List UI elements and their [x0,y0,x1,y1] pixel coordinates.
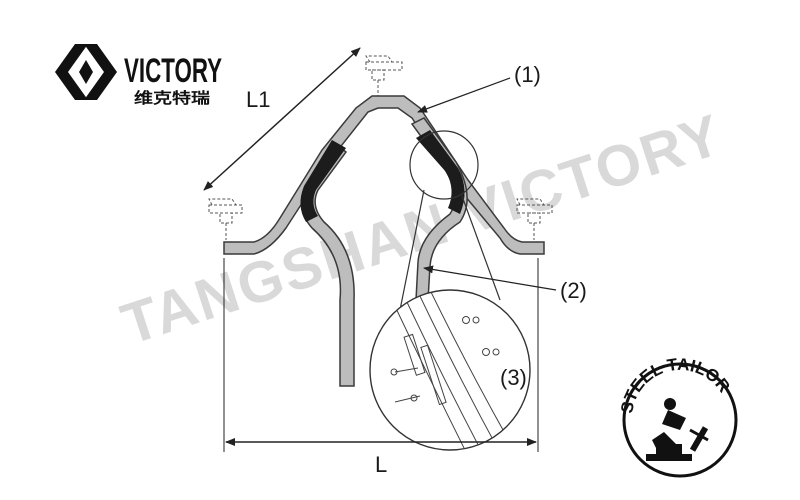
dimension-l1: L1 [203,47,361,191]
anchor-arch [223,95,545,255]
weld-band-left [300,140,346,222]
brand-name-cn: 维克特瑞 [134,89,210,107]
detail-origin-circle [409,130,479,200]
bolt-left [208,198,243,240]
callout-1-label: (1) [514,62,541,87]
callout-2: (2) [423,265,587,303]
dimension-l1-label: L1 [246,87,270,112]
callout-2-label: (2) [560,278,587,303]
detail-view: (3) [369,289,531,451]
callout-1: (1) [417,62,541,113]
anvil-welder-icon [646,398,709,461]
victory-logo-icon [55,44,117,100]
brand-name: VICTORY [124,52,222,90]
dimension-l-label: L [375,452,387,477]
bolt-right [516,198,553,240]
callout-3-label: (3) [500,365,527,390]
dimension-l: L [223,258,539,477]
brand-logo: VICTORY 维克特瑞 [55,44,222,107]
weld-band-right [416,130,465,214]
steel-tailor-badge: STEEL TAILOR [617,355,738,478]
